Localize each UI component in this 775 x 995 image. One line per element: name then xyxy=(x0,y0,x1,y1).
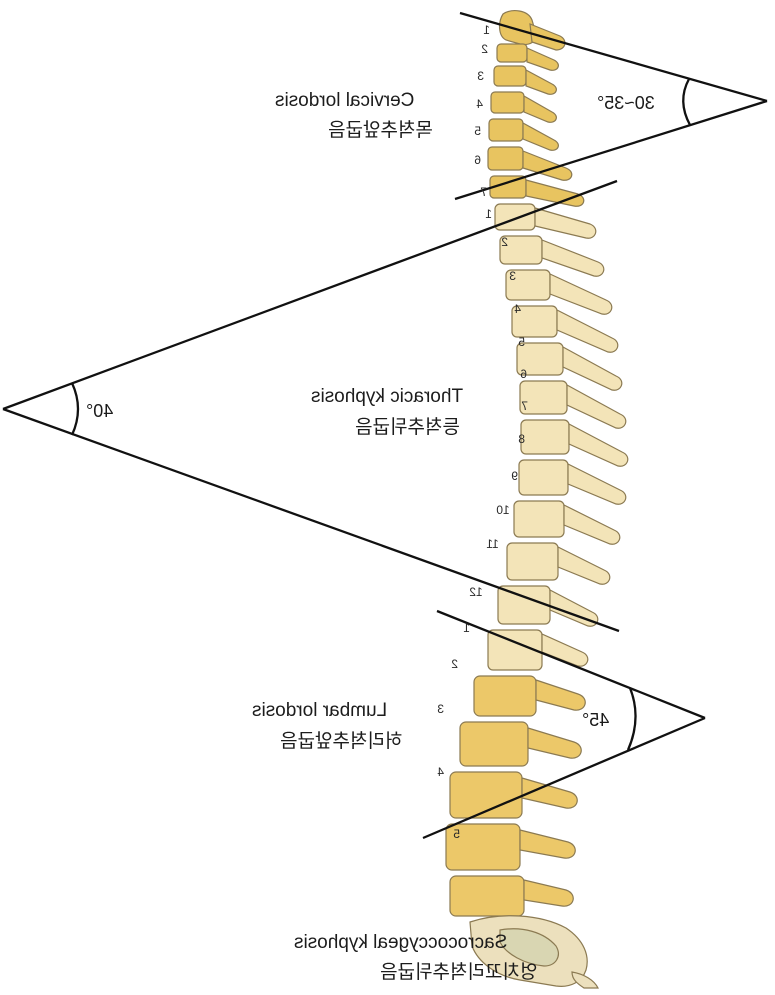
lumbar-line-lower xyxy=(422,716,706,840)
spinous-process xyxy=(527,727,582,759)
thoracic-line-lower xyxy=(2,407,620,633)
vertebra-body xyxy=(497,585,551,625)
vertebra-body xyxy=(473,675,537,717)
spinous-process xyxy=(519,829,576,859)
spinous-process xyxy=(526,47,559,71)
thoracic-number: 3 xyxy=(509,269,516,283)
thoracic-line-upper xyxy=(2,179,618,411)
spinous-process xyxy=(566,383,627,429)
lumbar-number: 2 xyxy=(451,657,458,671)
vertebra-body xyxy=(490,91,525,114)
atlas xyxy=(499,10,537,46)
thoracic-angle-label: 40° xyxy=(86,401,113,421)
lumbar-angle-arc xyxy=(626,687,637,751)
thoracic-label-en: Thoracic kyphosis xyxy=(311,386,463,407)
lumbar-angle-label: 45° xyxy=(582,710,609,730)
vertebra-body xyxy=(488,118,524,142)
cervical-number: 7 xyxy=(480,185,487,199)
spinous-process xyxy=(525,179,585,207)
cervical-line-lower xyxy=(454,99,768,201)
spine-illustration xyxy=(445,10,629,989)
thoracic-vertebrae xyxy=(487,203,629,671)
spinous-process xyxy=(535,679,586,711)
thoracic-number: 10 xyxy=(496,503,510,517)
thoracic-angle-arc xyxy=(70,382,80,436)
thoracic-number: 11 xyxy=(486,537,499,551)
vertebra-body xyxy=(518,459,569,496)
thoracic-number: 7 xyxy=(521,399,528,413)
spinous-process xyxy=(523,879,574,907)
lumbar-number: 3 xyxy=(437,702,444,716)
spinous-process xyxy=(523,94,557,123)
cervical-number: 2 xyxy=(481,42,488,56)
cervical-number: 3 xyxy=(477,69,484,83)
vertebra-body xyxy=(520,419,570,455)
spinous-process xyxy=(521,777,578,809)
sacrum-wing xyxy=(499,928,559,967)
spinous-process xyxy=(556,309,619,353)
sacrum-coccyx xyxy=(469,915,599,989)
lumbar-label-en: Lumbar lordosis xyxy=(252,700,387,721)
lumbar-number: 4 xyxy=(437,765,444,779)
spinous-process xyxy=(525,68,557,95)
cervical-label-en: Cervical lordosis xyxy=(275,90,414,111)
vertebra-body xyxy=(449,875,525,917)
lumbar-vertebrae xyxy=(445,675,586,917)
sacral-label-en: Sacrococcygeal kyphosis xyxy=(294,932,507,953)
cervical-angle-arc xyxy=(682,78,692,126)
vertebra-body xyxy=(513,500,565,538)
lumbar-line-upper xyxy=(436,609,706,720)
cervical-number: 1 xyxy=(483,23,490,37)
cervical-number: 5 xyxy=(474,124,481,138)
region-labels: Cervical lordosis 목척추앞굽음 Thoracic kyphos… xyxy=(252,90,537,983)
lumbar-number: 5 xyxy=(453,827,460,841)
spinous-process xyxy=(522,121,559,151)
vertebra-body xyxy=(487,146,524,171)
vertebra-body xyxy=(494,203,536,231)
spinous-process xyxy=(522,150,573,181)
vertebra-body xyxy=(493,65,527,87)
spinous-process xyxy=(567,463,627,505)
thoracic-number: 9 xyxy=(511,469,518,483)
cervical-vertebrae xyxy=(487,10,585,207)
thoracic-number: 5 xyxy=(518,335,525,349)
vertebra-numbers: 1 2 3 4 5 6 7 1 2 3 4 5 6 7 8 9 10 11 12… xyxy=(437,23,528,841)
spinous-process xyxy=(549,273,613,315)
sacral-label-ko: 엉치꼬리척추뒤굽음 xyxy=(380,961,537,983)
thoracic-label-ko: 등척추뒤굽음 xyxy=(355,416,460,438)
spinous-process xyxy=(562,345,623,391)
spinous-process xyxy=(568,423,629,467)
cervical-line-upper xyxy=(459,11,768,103)
spinous-process xyxy=(557,546,611,585)
spinous-process xyxy=(541,633,589,667)
thoracic-number: 2 xyxy=(501,235,508,249)
vertebra-body xyxy=(506,542,559,581)
vertebra-body xyxy=(459,721,529,767)
spinous-process xyxy=(541,239,605,277)
thoracic-number: 8 xyxy=(518,432,525,446)
thoracic-number: 6 xyxy=(520,367,527,381)
spinous-process xyxy=(534,207,597,239)
lumbar-number: 1 xyxy=(463,621,470,635)
thoracic-number: 1 xyxy=(485,207,492,221)
thoracic-number: 12 xyxy=(469,585,483,599)
angle-labels: 30~35° 40° 45° xyxy=(86,93,655,730)
cervical-label-ko: 목척추앞굽음 xyxy=(328,119,433,141)
curvature-lines xyxy=(2,11,768,840)
lumbar-label-ko: 허리척추앞굽음 xyxy=(280,730,402,752)
spinous-process xyxy=(563,504,621,545)
thoracic-number: 4 xyxy=(514,302,521,316)
cervical-number: 6 xyxy=(474,153,481,167)
vertebra-body xyxy=(496,43,528,63)
cervical-number: 4 xyxy=(476,97,483,111)
cervical-angle-label: 30~35° xyxy=(597,93,655,113)
coccyx xyxy=(571,971,599,989)
